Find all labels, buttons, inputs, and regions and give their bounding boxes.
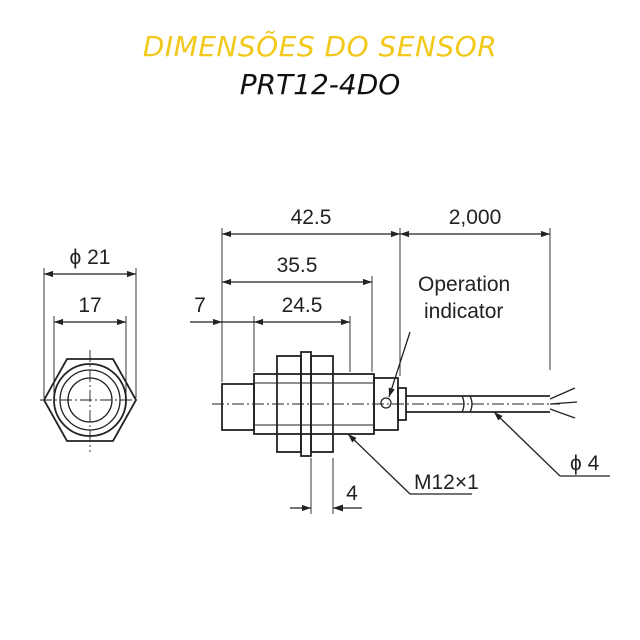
dim-head-offset: 7 (194, 294, 206, 317)
indicator-led (380, 397, 392, 409)
diagram-title: DIMENSÕES DO SENSOR (142, 30, 498, 63)
thread-spec: M12×1 (414, 471, 479, 494)
model-name: PRT12-4DO (239, 68, 401, 101)
wire-1 (549, 387, 576, 400)
dim-nut-thickness: 4 (346, 482, 358, 505)
dim-cable-length: 2,000 (449, 206, 502, 229)
dim-overall-length: 42.5 (291, 206, 332, 229)
sensing-face (221, 383, 255, 431)
dim-thread-length: 35.5 (277, 254, 318, 277)
indicator-label-line1: Operation (418, 273, 510, 296)
leader-cable (493, 411, 561, 477)
dim-diameter-outer: ϕ 21 (70, 246, 111, 269)
front-view: ϕ 21 17 (40, 246, 140, 452)
dim-cable-diameter: ϕ 4 (570, 452, 600, 475)
side-view: 42.5 2,000 35.5 24.5 7 4 M12×1 ϕ 4 Opera… (190, 206, 610, 514)
dim-body-length: 24.5 (282, 294, 323, 317)
cable-break-2 (469, 395, 473, 413)
leader-indicator (388, 331, 411, 398)
indicator-label-line2: indicator (424, 300, 503, 323)
leader-thread (347, 433, 411, 495)
dim-width-flats: 17 (78, 294, 101, 317)
wire-3 (549, 408, 576, 419)
